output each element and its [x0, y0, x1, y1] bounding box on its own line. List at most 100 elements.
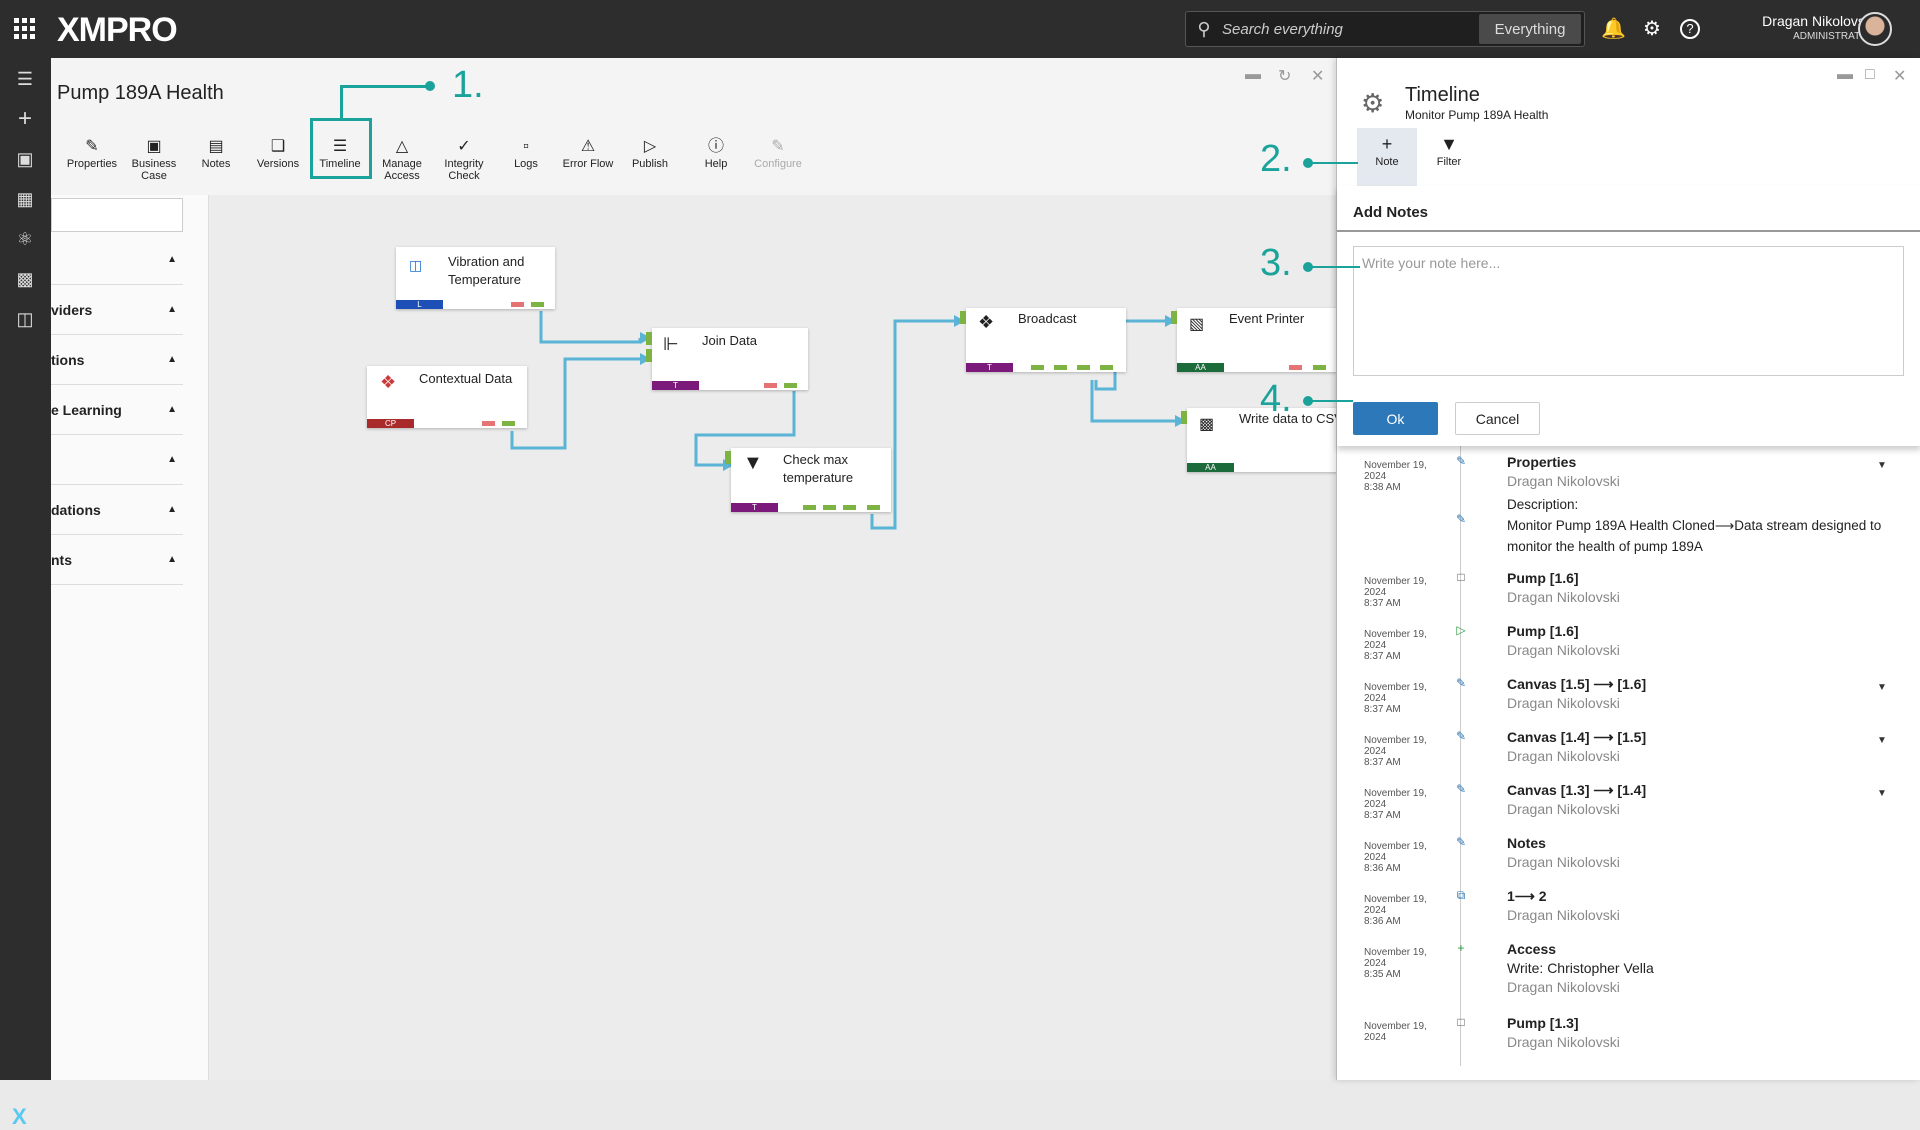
briefcase-icon[interactable]: ▣ — [16, 149, 34, 169]
error-port[interactable] — [482, 421, 495, 426]
sidebar-group-providers[interactable]: viders▲ — [51, 285, 183, 335]
user-name[interactable]: Dragan Nikolovski — [1762, 13, 1875, 29]
input-port[interactable] — [1171, 311, 1177, 324]
output-port[interactable] — [502, 421, 515, 426]
add-icon[interactable]: + — [17, 105, 32, 132]
publish-button[interactable]: ▷Publish — [620, 136, 680, 170]
palette-search-input[interactable] — [51, 198, 183, 232]
caret-up-icon: ▲ — [167, 504, 177, 515]
flow-canvas[interactable]: ◫ Vibration and Temperature L ❖ Contextu… — [209, 195, 1346, 1080]
filter-button[interactable]: ▼Filter — [1419, 128, 1479, 186]
output-port[interactable] — [823, 505, 836, 510]
configure-button[interactable]: ✎Configure — [748, 136, 808, 170]
error-flow-button[interactable]: ⚠Error Flow — [558, 136, 618, 170]
sidebar-group-5[interactable]: ▲ — [51, 435, 183, 485]
timeline-button[interactable]: ☰Timeline — [310, 136, 370, 170]
refresh-icon[interactable]: ↻ — [1278, 68, 1292, 85]
error-port[interactable] — [511, 302, 524, 307]
notes-button[interactable]: ▤Notes — [186, 136, 246, 170]
node-contextual-data[interactable]: ❖ Contextual Data CP — [367, 366, 527, 428]
integrity-check-button[interactable]: ✓Integrity Check — [434, 136, 494, 182]
ok-button[interactable]: Ok — [1353, 402, 1438, 435]
caret-up-icon: ▲ — [167, 354, 177, 365]
output-port[interactable] — [803, 505, 816, 510]
help-icon[interactable]: ? — [1680, 19, 1700, 39]
connection-join-check — [694, 391, 796, 467]
error-port[interactable] — [764, 383, 777, 388]
sidebar-group-functions[interactable]: tions▲ — [51, 335, 183, 385]
node-event-printer[interactable]: ▧ Event Printer AA — [1171, 308, 1337, 372]
input-port[interactable] — [725, 451, 731, 464]
versions-button[interactable]: ❑Versions — [248, 136, 308, 170]
logs-button[interactable]: ▫Logs — [496, 136, 556, 170]
global-search[interactable]: ⚲ Search everything Everything — [1185, 11, 1585, 47]
search-scope-dropdown[interactable]: Everything — [1479, 14, 1581, 44]
note-textarea[interactable]: Write your note here... — [1353, 246, 1904, 376]
node-check-max-temperature[interactable]: ▼ Check max temperature T — [725, 448, 891, 512]
connection-vibration-join — [539, 311, 642, 344]
node-badge: T — [652, 381, 699, 390]
sidebar-group-1[interactable]: ▲ — [51, 235, 183, 285]
maximize-icon[interactable]: □ — [1865, 66, 1875, 83]
pencil-icon: ✎ — [1455, 512, 1467, 526]
arrow-5 — [1165, 315, 1176, 327]
output-port[interactable] — [1054, 365, 1067, 370]
page-title: Pump 189A Health — [57, 82, 224, 104]
chevron-down-icon[interactable]: ▼ — [1877, 788, 1887, 799]
output-port[interactable] — [784, 383, 797, 388]
chevron-down-icon[interactable]: ▼ — [1877, 460, 1887, 471]
dashboard-icon[interactable]: ▩ — [16, 269, 34, 289]
chevron-down-icon[interactable]: ▼ — [1877, 682, 1887, 693]
broadcast-icon: ❖ — [978, 312, 995, 332]
manage-access-button[interactable]: △Manage Access — [372, 136, 432, 182]
node-write-data-csv[interactable]: ▩ Write data to CSV AA — [1181, 408, 1346, 472]
check-circle-icon: ✓ — [457, 138, 471, 155]
timeline-icon: ☰ — [332, 138, 348, 155]
input-port[interactable] — [646, 349, 652, 362]
calendar-icon[interactable]: ▦ — [16, 189, 34, 209]
bell-icon[interactable]: 🔔 — [1601, 18, 1626, 40]
datastream-icon[interactable]: ⚛ — [16, 229, 34, 249]
output-port[interactable] — [531, 302, 544, 307]
node-join-data[interactable]: ⊩ Join Data T — [646, 328, 808, 390]
app-icon[interactable]: ◫ — [16, 309, 34, 329]
output-port[interactable] — [1031, 365, 1044, 370]
caret-up-icon: ▲ — [167, 304, 177, 315]
node-broadcast[interactable]: ❖ Broadcast T — [960, 308, 1126, 372]
output-port[interactable] — [1313, 365, 1326, 370]
connection-broadcast-csv — [1090, 380, 1175, 423]
sidebar-group-machine-learning[interactable]: e Learning▲ — [51, 385, 183, 435]
input-port[interactable] — [1181, 411, 1187, 424]
properties-button[interactable]: ✎Properties — [62, 136, 122, 170]
input-port[interactable] — [646, 332, 652, 345]
user-role: ADMINISTRATOR — [1793, 31, 1875, 42]
output-port[interactable] — [867, 505, 880, 510]
cancel-button[interactable]: Cancel — [1455, 402, 1540, 435]
input-port[interactable] — [960, 311, 966, 324]
search-input[interactable]: Search everything — [1222, 20, 1343, 38]
node-badge: AA — [1177, 363, 1224, 372]
close-icon[interactable]: ✕ — [1311, 68, 1325, 85]
business-case-button[interactable]: ▣Business Case — [124, 136, 184, 182]
close-icon[interactable]: ✕ — [1893, 68, 1907, 85]
node-vibration-temperature[interactable]: ◫ Vibration and Temperature L — [396, 247, 555, 309]
hamburger-icon[interactable]: ☰ — [16, 69, 34, 89]
plus-icon: + — [1381, 134, 1393, 154]
error-port[interactable] — [1289, 365, 1302, 370]
minimize-icon[interactable]: ▬ — [1245, 66, 1261, 83]
connections-layer — [510, 311, 1186, 530]
minimize-icon[interactable]: ▬ — [1837, 66, 1853, 83]
output-port[interactable] — [1100, 365, 1113, 370]
add-note-button[interactable]: +Note — [1357, 128, 1417, 186]
top-bar: XMPRO ⚲ Search everything Everything 🔔 ⚙… — [0, 0, 1920, 58]
timeline-panel: ▬ □ ✕ ⚙ Timeline Monitor Pump 189A Healt… — [1336, 58, 1920, 1080]
output-port[interactable] — [843, 505, 856, 510]
chevron-down-icon[interactable]: ▼ — [1877, 735, 1887, 746]
avatar[interactable] — [1858, 12, 1892, 46]
apps-grid-icon[interactable] — [14, 18, 35, 39]
output-port[interactable] — [1077, 365, 1090, 370]
sidebar-group-recommendations[interactable]: dations▲ — [51, 485, 183, 535]
gear-icon[interactable]: ⚙ — [1643, 18, 1661, 40]
sidebar-group-agents[interactable]: nts▲ — [51, 535, 183, 585]
